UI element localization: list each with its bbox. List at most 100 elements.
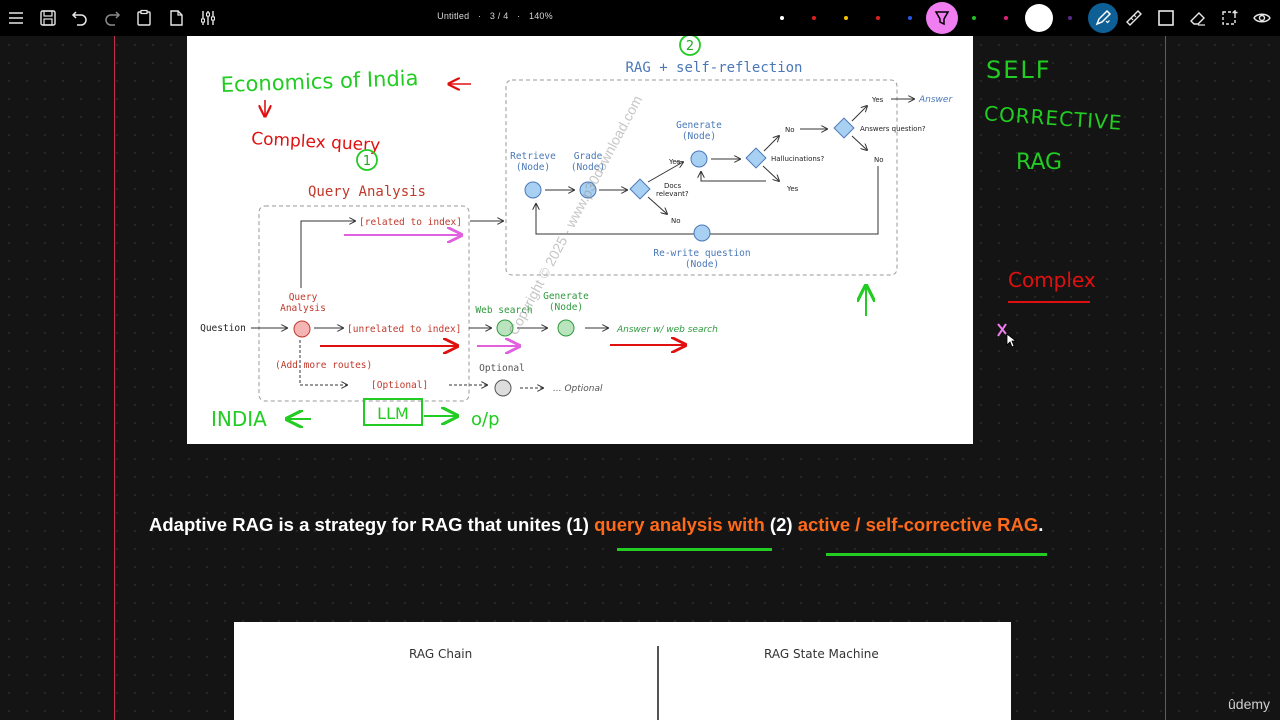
side-note-rag: RAG	[1016, 150, 1063, 175]
side-note-complex: Complex	[1008, 268, 1096, 292]
optional-tail-label: ... Optional	[553, 384, 603, 394]
page-indicator: 3 / 4	[489, 11, 509, 21]
diagram-slide: RAG + self-reflection Retrieve (Node) Gr…	[187, 36, 973, 444]
second-slide: RAG Chain RAG State Machine	[234, 622, 1011, 720]
pen-color-red-2[interactable]	[876, 16, 880, 20]
side-note-self: SELF	[986, 56, 1052, 84]
pen-color-yellow[interactable]	[844, 16, 848, 20]
rag-reflection-title: RAG + self-reflection	[625, 60, 802, 76]
caption-self-corrective: active / self-corrective RAG	[797, 514, 1039, 535]
retrieve-node-label: (Node)	[516, 162, 550, 173]
docs-relevant-decision	[629, 178, 651, 200]
no-label-halluc: No	[785, 126, 795, 134]
rag-state-machine-title: RAG State Machine	[764, 647, 879, 661]
title-separator: ·	[477, 11, 482, 21]
circle-1-mark	[356, 149, 378, 171]
caption-part-1: Adaptive RAG is a strategy for RAG that …	[149, 514, 595, 535]
pen-color-blue[interactable]	[908, 16, 912, 20]
generate-label: Generate	[676, 120, 722, 131]
generate-node-label: (Node)	[682, 131, 716, 142]
rag-chain-title: RAG Chain	[409, 647, 473, 661]
add-routes-label: (Add more routes)	[275, 360, 372, 371]
shape-icon[interactable]	[1154, 6, 1178, 30]
hallucinations-label: Hallucinations?	[771, 155, 824, 163]
select-icon[interactable]	[1218, 6, 1242, 30]
rag-reflection-box	[505, 79, 898, 276]
economics-note: Economics of India	[220, 66, 418, 97]
pen-icon[interactable]	[1088, 3, 1118, 33]
caption-period: .	[1038, 514, 1044, 535]
optional-label: Optional	[479, 363, 525, 374]
adaptive-rag-diagram: RAG + self-reflection Retrieve (Node) Gr…	[200, 36, 953, 431]
qa-node-label-2: Analysis	[280, 303, 326, 314]
circle-2-mark	[679, 36, 701, 56]
answers-question-label: Answers question?	[860, 125, 926, 133]
caption-query-analysis: query analysis with	[594, 514, 765, 535]
paste-icon[interactable]	[132, 6, 156, 30]
query-analysis-node	[293, 320, 311, 338]
grade-label: Grade	[574, 151, 603, 162]
generate-green-node-label: (Node)	[549, 302, 583, 313]
cursor-icon	[997, 323, 1018, 348]
complex-underline	[1008, 301, 1090, 303]
qa-node-label-1: Query	[289, 292, 318, 303]
settings-sliders-icon[interactable]	[196, 6, 220, 30]
underline-query-analysis	[617, 548, 772, 551]
udemy-logo: ûdemy	[1228, 696, 1271, 712]
generate-green-node	[557, 319, 575, 337]
menu-icon[interactable]	[4, 6, 28, 30]
generate-green-label: Generate	[543, 291, 589, 302]
retrieve-node	[524, 181, 542, 199]
pen-color-green[interactable]	[972, 16, 976, 20]
document-title: Untitled · 3 / 4 · 140%	[380, 11, 610, 21]
rewrite-label: Re-write question	[653, 248, 750, 259]
unrelated-route-label: [unrelated to index]	[347, 324, 461, 335]
related-route-label: [related to index]	[359, 217, 462, 228]
docs-label: Docs	[664, 182, 682, 190]
llm-note: LLM	[377, 404, 409, 423]
web-search-label: Web search	[475, 305, 532, 316]
circle-1-number: 1	[363, 154, 371, 169]
slide2-divider	[657, 646, 659, 720]
new-page-icon[interactable]	[164, 6, 188, 30]
view-icon[interactable]	[1250, 6, 1274, 30]
yes-label-answer: Yes	[871, 96, 884, 104]
right-margin-line	[1165, 36, 1166, 720]
underline-self-corrective	[826, 553, 1047, 556]
pen-color-white-large[interactable]	[1025, 4, 1053, 32]
no-label-answer: No	[874, 156, 884, 164]
retrieve-label: Retrieve	[510, 151, 556, 162]
yes-label-docs: Yes	[668, 158, 681, 166]
left-margin-line	[114, 36, 115, 720]
optional-node	[494, 379, 512, 397]
redo-icon[interactable]	[100, 6, 124, 30]
pen-color-magenta[interactable]	[1004, 16, 1008, 20]
answer-web-label: Answer w/ web search	[616, 325, 718, 335]
pen-color-white[interactable]	[780, 16, 784, 20]
web-search-node	[496, 319, 514, 337]
rewrite-node	[693, 224, 711, 242]
generate-node	[690, 150, 708, 168]
undo-icon[interactable]	[68, 6, 92, 30]
slide-caption: Adaptive RAG is a strategy for RAG that …	[149, 514, 1043, 536]
grade-node-label: (Node)	[571, 162, 605, 173]
query-analysis-title: Query Analysis	[308, 184, 426, 200]
pen-color-purple[interactable]	[1068, 16, 1072, 20]
llm-box	[363, 398, 423, 426]
ruler-icon[interactable]	[1122, 6, 1146, 30]
question-label: Question	[200, 323, 246, 334]
no-label-docs: No	[671, 217, 681, 225]
save-icon[interactable]	[36, 6, 60, 30]
circle-2-number: 2	[686, 39, 694, 54]
op-note: o/p	[471, 409, 500, 430]
eraser-icon[interactable]	[1186, 6, 1210, 30]
highlighter-icon[interactable]	[926, 2, 958, 34]
answer-label: Answer	[918, 95, 953, 105]
title-text: Untitled	[437, 11, 470, 21]
relevant-label: relevant?	[656, 190, 689, 198]
india-note: INDIA	[211, 407, 267, 431]
top-toolbar: Untitled · 3 / 4 · 140%	[0, 0, 1280, 36]
pen-color-red[interactable]	[812, 16, 816, 20]
rewrite-node-label: (Node)	[685, 259, 719, 270]
grade-node	[579, 181, 597, 199]
